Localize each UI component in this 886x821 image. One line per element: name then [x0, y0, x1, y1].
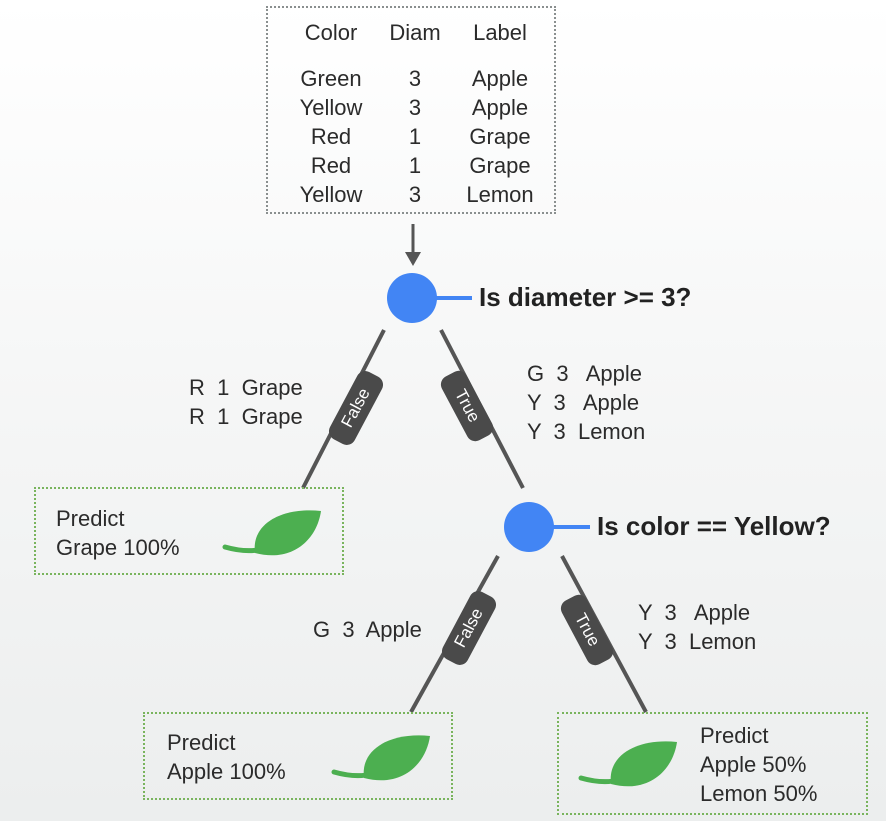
- table-cell: Apple: [471, 95, 529, 120]
- table-cell: 1: [408, 124, 422, 149]
- table-cell: Apple: [471, 66, 529, 91]
- leaf-grape: Predict Grape 100%: [34, 487, 344, 575]
- leaf-line: Predict: [56, 506, 125, 531]
- false-tag: [441, 591, 497, 665]
- table-cell: Yellow: [299, 95, 363, 120]
- leaf-icon: [331, 735, 430, 781]
- leaf-mixed: Predict Apple 50% Lemon 50%: [557, 712, 868, 815]
- diam-column: Diam 3 3 1 1 3: [380, 18, 450, 209]
- node2-question: Is color == Yellow?: [597, 511, 831, 541]
- leaf-line: Lemon 50%: [700, 781, 818, 806]
- leaf-text: Predict Grape 100%: [56, 504, 180, 562]
- table-cell: 3: [408, 66, 422, 91]
- data-row: R 1 Grape: [189, 375, 303, 400]
- true-tag: [440, 370, 494, 442]
- table-cell: 3: [408, 182, 422, 207]
- true-tag: [560, 594, 614, 666]
- data-row: Y 3 Lemon: [638, 629, 757, 654]
- table-cell: 3: [408, 95, 422, 120]
- leaf-line: Apple 100%: [167, 759, 286, 784]
- table-cell: Red: [310, 153, 352, 178]
- node2: [504, 502, 554, 552]
- false-tag: [328, 371, 384, 445]
- leaf-text: Predict Apple 50% Lemon 50%: [700, 721, 817, 808]
- leaf-line: Apple 50%: [700, 752, 807, 777]
- root-question: Is diameter >= 3?: [479, 282, 692, 312]
- table-cell: Grape: [469, 153, 531, 178]
- leaf-line: Grape 100%: [56, 535, 180, 560]
- table-cell: Red: [310, 124, 352, 149]
- label-column: Label Apple Apple Grape Grape Lemon: [456, 18, 544, 209]
- leaf-line: Predict: [167, 730, 236, 755]
- table-cell: Green: [300, 66, 362, 91]
- table-cell: 1: [408, 153, 422, 178]
- dataset-table: Color Green Yellow Red Red Yellow Diam 3…: [266, 6, 556, 214]
- leaf-icon: [222, 510, 321, 556]
- data-row: G 3 Apple: [527, 361, 642, 386]
- root-true-rows: G 3 Apple Y 3 Apple Y 3 Lemon: [527, 359, 645, 446]
- data-row: Y 3 Lemon: [527, 419, 646, 444]
- root-false-rows: R 1 Grape R 1 Grape: [189, 373, 303, 431]
- data-row: G 3 Apple: [313, 617, 422, 642]
- color-header: Color: [304, 20, 358, 45]
- leaf-line: Predict: [700, 723, 769, 748]
- leaf-text: Predict Apple 100%: [167, 728, 286, 786]
- arrow-head-icon: [405, 252, 421, 266]
- node2-true-rows: Y 3 Apple Y 3 Lemon: [638, 598, 756, 656]
- table-cell: Lemon: [466, 182, 534, 207]
- table-cell: Grape: [469, 124, 531, 149]
- root-node: [387, 273, 437, 323]
- data-row: Y 3 Apple: [527, 390, 640, 415]
- leaf-icon: [578, 741, 677, 787]
- table-cell: Yellow: [299, 182, 363, 207]
- diam-header: Diam: [389, 20, 441, 45]
- color-column: Color Green Yellow Red Red Yellow: [288, 18, 374, 209]
- data-row: R 1 Grape: [189, 404, 303, 429]
- label-header: Label: [473, 20, 527, 45]
- leaf-apple: Predict Apple 100%: [143, 712, 453, 800]
- node2-false-rows: G 3 Apple: [313, 615, 422, 644]
- data-row: Y 3 Apple: [638, 600, 751, 625]
